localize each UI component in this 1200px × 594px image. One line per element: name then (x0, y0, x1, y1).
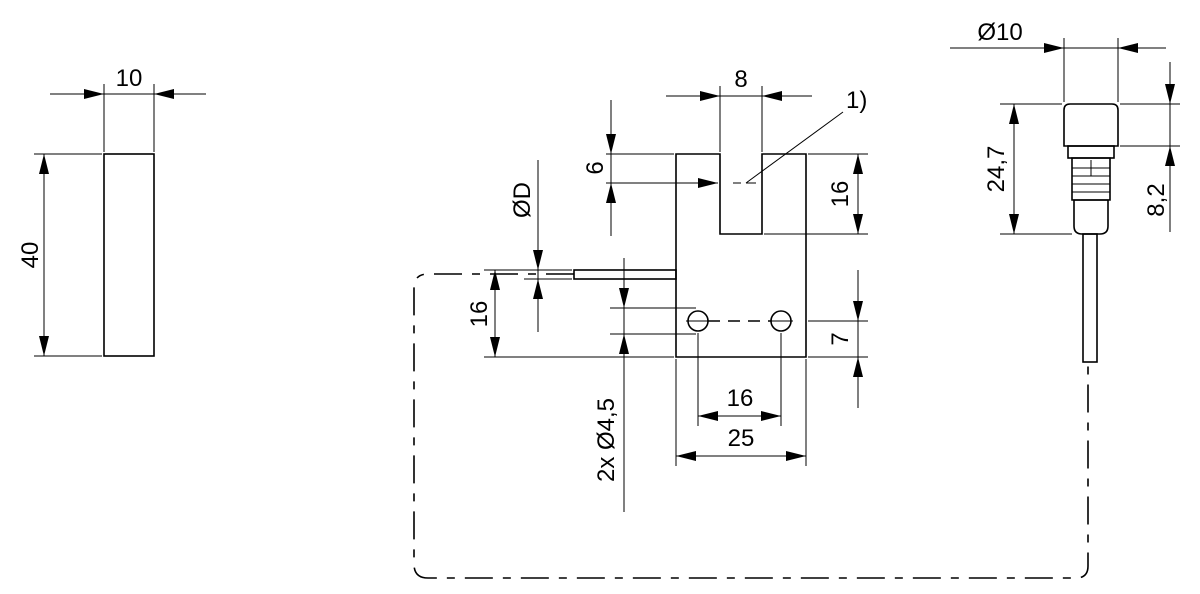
connector-cap-label: 8,2 (1143, 183, 1170, 216)
connector-diameter-label: Ø10 (977, 19, 1022, 46)
magnet-height-label: 40 (17, 242, 44, 269)
mount-height-label: 16 (466, 301, 493, 328)
cable-diameter-label: ØD (509, 182, 536, 218)
hole-height-label: 7 (827, 332, 854, 345)
note-1-label: 1) (846, 87, 867, 114)
hole-callout-label: 2x Ø4,5 (593, 398, 620, 482)
slot-width-label: 8 (734, 66, 747, 93)
slot-depth-label: 16 (827, 181, 854, 208)
cable-run (413, 273, 1089, 579)
magnet-view: 10 40 (17, 65, 206, 357)
cable-stub (573, 269, 677, 280)
slot-offset-label: 6 (582, 161, 609, 174)
connector-view: Ø10 24,7 8,2 (950, 19, 1180, 363)
sensor-view: 8 1) 6 16 7 16 (466, 66, 868, 512)
connector-head (1063, 103, 1119, 147)
body-width-label: 25 (728, 425, 755, 452)
connector-cable (1082, 233, 1098, 363)
magnet-body (103, 153, 155, 357)
hole-spacing-label: 16 (727, 385, 754, 412)
connector-length-label: 24,7 (983, 146, 1010, 193)
magnet-width-label: 10 (116, 65, 143, 92)
sensor-body (675, 153, 807, 358)
